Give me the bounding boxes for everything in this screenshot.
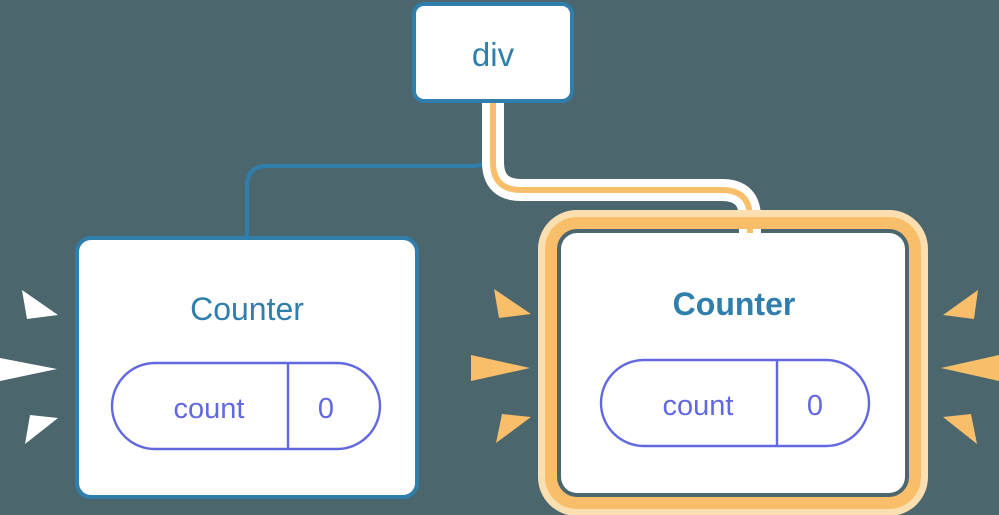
- sparkle-ray-amber-mid-bottom: [496, 414, 531, 443]
- sparkles-left-outer: [0, 290, 58, 444]
- sparkle-ray-white-top: [22, 290, 58, 319]
- state-pill-right-value: 0: [807, 390, 823, 422]
- sparkle-ray-white-middle: [0, 358, 57, 381]
- sparkles-middle: [471, 289, 531, 443]
- node-counter-right-highlight-ring: [545, 217, 921, 509]
- node-div-box[interactable]: [412, 2, 574, 103]
- sparkle-ray-white-bottom: [25, 415, 58, 444]
- state-pill-right[interactable]: count 0: [599, 358, 871, 448]
- state-pill-right-key: count: [663, 390, 734, 422]
- state-pill-left-value: 0: [318, 393, 334, 425]
- sparkles-right-outer: [941, 290, 999, 444]
- sparkle-ray-amber-right-middle: [941, 355, 999, 381]
- edge-div-to-counter-right: [490, 100, 753, 262]
- state-pill-left-key: count: [174, 393, 245, 425]
- sparkle-ray-amber-right-bottom: [943, 414, 977, 444]
- sparkle-ray-amber-mid-top: [494, 289, 531, 318]
- node-counter-left-box[interactable]: [75, 236, 419, 499]
- node-div-label: div: [472, 36, 515, 73]
- node-counter-right-title: Counter: [673, 286, 796, 322]
- node-counter-right-box[interactable]: [561, 233, 905, 493]
- state-pill-left[interactable]: count 0: [110, 361, 382, 451]
- node-counter-right[interactable]: Counter count 0: [538, 210, 928, 515]
- sparkle-ray-amber-right-top: [943, 290, 978, 319]
- node-counter-left-title: Counter: [190, 291, 304, 327]
- sparkle-ray-amber-mid-middle: [471, 355, 530, 381]
- state-pill-right-outline: [599, 358, 871, 448]
- node-counter-left[interactable]: Counter count 0: [75, 236, 419, 499]
- state-pill-left-outline: [110, 361, 382, 451]
- node-div[interactable]: div: [412, 2, 574, 103]
